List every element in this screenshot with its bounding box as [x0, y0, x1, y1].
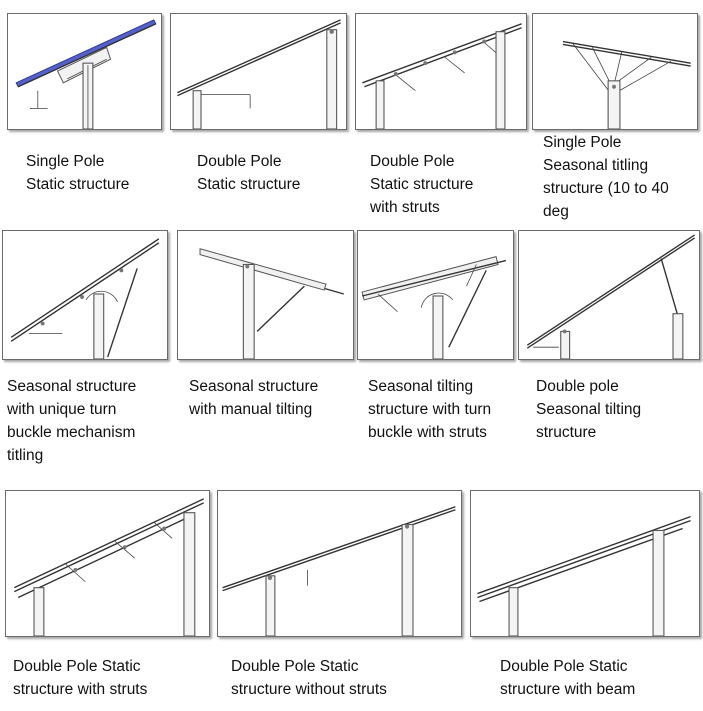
structure-drawing-double-pole-seasonal [518, 230, 700, 360]
structure-drawing-single-pole-seasonal [532, 13, 698, 130]
structure-drawing-seasonal-tilting-turn-buckle-struts [357, 230, 514, 360]
caption-single-pole-seasonal: Single Pole Seasonal titling structure (… [543, 134, 669, 220]
caption-double-pole-static-beam: Double Pole Static structure with beam [500, 658, 636, 698]
caption-double-pole-static-struts-2: Double Pole Static structure with struts [13, 658, 148, 698]
double-pole-static-struts-illustration [362, 23, 522, 129]
structure-drawing-double-pole-static-no-struts [217, 490, 462, 637]
double-pole-static-no-struts-illustration [222, 506, 456, 636]
single-pole-static-illustration [15, 19, 157, 129]
seasonal-tilting-turn-buckle-struts-illustration [361, 255, 507, 359]
structure-drawing-double-pole-static-beam [470, 490, 700, 637]
structure-drawing-double-pole-static-struts-2 [5, 490, 210, 637]
double-pole-static-struts-2-illustration [13, 498, 204, 636]
seasonal-turn-buckle-illustration [10, 238, 160, 359]
caption-double-pole-static-struts: Double Pole Static structure with struts [370, 153, 474, 216]
caption-double-pole-static-no-struts: Double Pole Static structure without str… [231, 658, 387, 698]
caption-double-pole-static: Double Pole Static structure [197, 153, 301, 193]
double-pole-static-beam-illustration [477, 515, 691, 636]
caption-seasonal-turn-buckle: Seasonal structure with unique turn buck… [7, 378, 137, 464]
structure-drawing-seasonal-turn-buckle [2, 230, 168, 360]
single-pole-seasonal-illustration [562, 40, 691, 129]
double-pole-static-illustration [177, 19, 341, 129]
structure-drawing-seasonal-manual-tilting [177, 230, 354, 360]
seasonal-manual-tilting-illustration [199, 248, 344, 359]
caption-single-pole-static: Single Pole Static structure [26, 153, 130, 193]
caption-seasonal-tilting-turn-buckle-struts: Seasonal tilting structure with turn buc… [368, 378, 492, 441]
structure-drawing-double-pole-static-struts [355, 13, 527, 130]
double-pole-seasonal-illustration [526, 234, 696, 359]
caption-double-pole-seasonal: Double pole Seasonal tilting structure [536, 378, 642, 441]
structure-drawing-single-pole-static [7, 13, 162, 130]
structure-drawing-double-pole-static [170, 13, 347, 130]
caption-seasonal-manual-tilting: Seasonal structure with manual tilting [189, 378, 319, 418]
